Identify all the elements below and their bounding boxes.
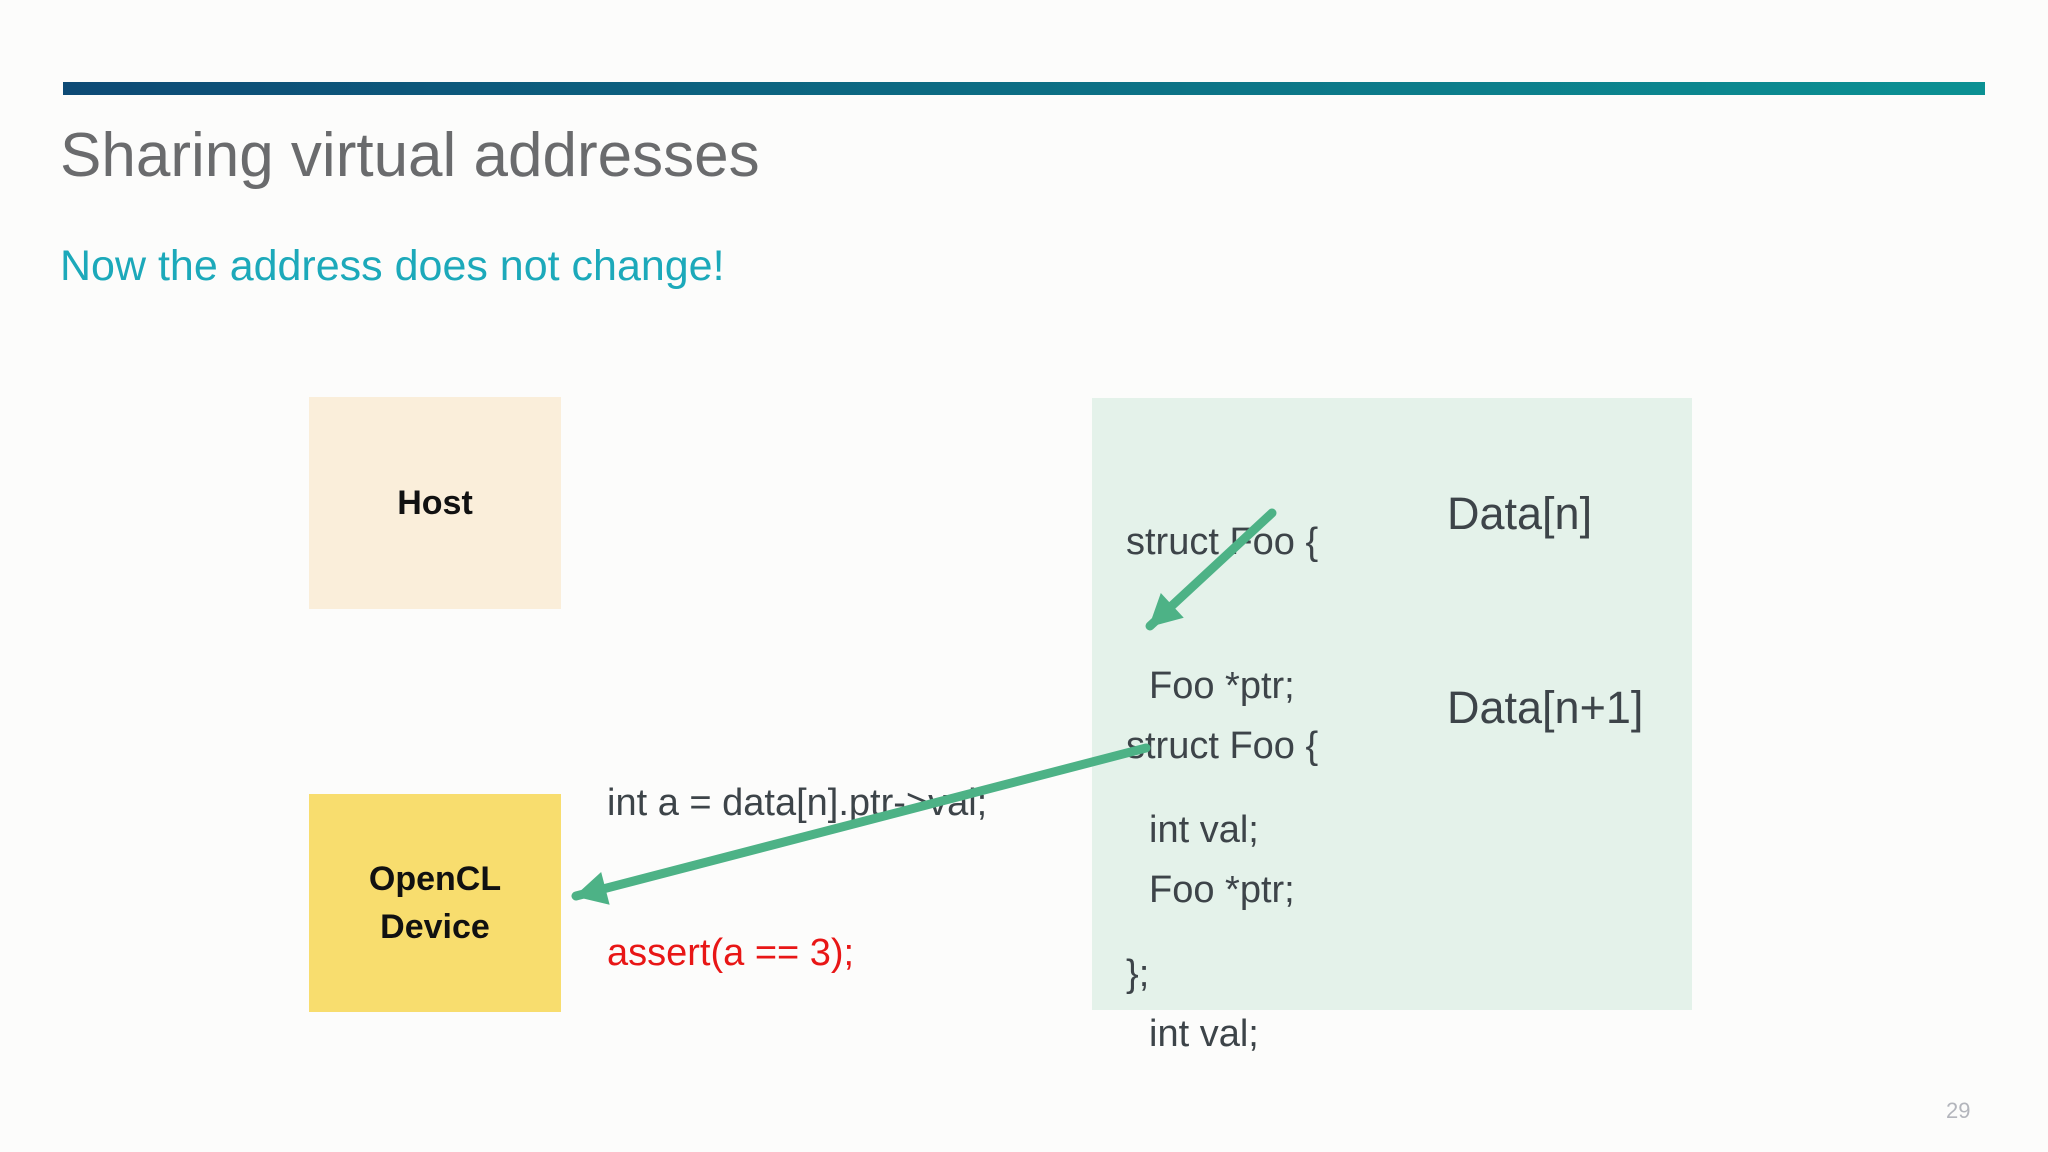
page-number: 29 (1946, 1098, 1971, 1123)
struct-code-block-data-n1: struct Foo { Foo *ptr; int val; }; (1126, 626, 1318, 1152)
slide-title: Sharing virtual addresses (60, 121, 760, 190)
code-line: int val; (1149, 809, 1259, 851)
device-box-label-line2: Device (380, 908, 490, 946)
code-line: int val; (1149, 1013, 1259, 1055)
data-n-label: Data[n] (1447, 488, 1593, 539)
host-box-label: Host (397, 484, 473, 522)
shared-memory-region (1092, 398, 1692, 1010)
opencl-device-box: OpenCL Device (309, 794, 561, 1012)
kernel-read-line: int a = data[n].ptr->val; (607, 782, 988, 824)
code-line: Foo *ptr; (1149, 869, 1295, 911)
accent-bar (63, 82, 1985, 95)
host-box: Host (309, 397, 561, 609)
code-line: Foo *ptr; (1149, 665, 1295, 707)
data-n1-label: Data[n+1] (1447, 682, 1644, 733)
code-line: }; (1126, 953, 1150, 995)
code-line: struct Foo { (1126, 521, 1319, 563)
device-kernel-code: int a = data[n].ptr->val; assert(a == 3)… (607, 678, 987, 1078)
slide-subtitle: Now the address does not change! (60, 242, 725, 290)
device-box-label-line1: OpenCL (368, 860, 502, 898)
kernel-assert-line: assert(a == 3); (607, 932, 855, 974)
code-line: struct Foo { (1126, 725, 1319, 767)
